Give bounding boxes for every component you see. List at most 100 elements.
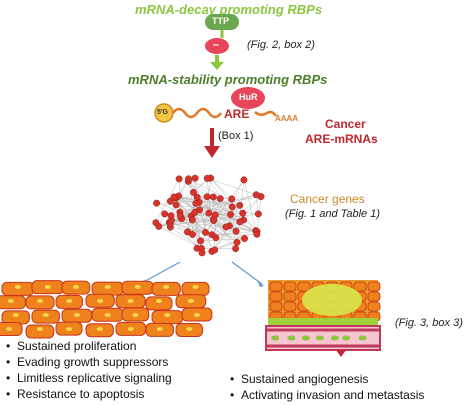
list-item: Activating invasion and metastasis bbox=[228, 387, 424, 403]
cell-icon bbox=[181, 281, 210, 296]
minus-icon bbox=[205, 38, 229, 54]
down-arrow-icon bbox=[204, 128, 220, 158]
cell-icon bbox=[283, 281, 297, 292]
gene-node bbox=[211, 246, 219, 254]
cell-icon bbox=[55, 321, 83, 336]
cell-icon bbox=[315, 335, 324, 341]
cell-icon bbox=[283, 301, 297, 312]
cell-icon bbox=[367, 301, 381, 312]
cell-icon bbox=[91, 307, 124, 322]
right-hallmarks-list: Sustained angiogenesis Activating invasi… bbox=[228, 371, 424, 403]
five-prime-label: 5'G bbox=[157, 109, 169, 116]
list-item: Sustained angiogenesis bbox=[228, 371, 424, 387]
are-mrnas-label: ARE-mRNAs bbox=[305, 132, 378, 146]
gene-node bbox=[254, 210, 262, 218]
gene-node bbox=[233, 238, 241, 246]
gene-node bbox=[236, 218, 244, 226]
gene-node bbox=[209, 193, 217, 201]
list-item: Sustained proliferation bbox=[4, 338, 172, 354]
decay-rbps-title: mRNA-decay promoting RBPs bbox=[135, 2, 323, 17]
cell-icon bbox=[1, 310, 30, 325]
gene-node bbox=[202, 228, 209, 236]
cell-icon bbox=[353, 281, 367, 292]
gene-node bbox=[185, 175, 192, 183]
gene-node bbox=[211, 211, 219, 219]
left-hallmarks-list: Sustained proliferation Evading growth s… bbox=[4, 338, 172, 402]
gene-node bbox=[197, 237, 204, 245]
cancer-genes-label: Cancer genes bbox=[290, 192, 365, 206]
gene-node bbox=[153, 199, 161, 207]
gene-node bbox=[203, 174, 211, 182]
cell-icon bbox=[175, 322, 204, 337]
gene-node bbox=[191, 174, 199, 182]
tumor-cell-cluster bbox=[0, 280, 213, 339]
cell-icon bbox=[25, 324, 55, 339]
cell-icon bbox=[358, 335, 367, 341]
cell-icon bbox=[175, 294, 207, 309]
gene-node bbox=[228, 203, 236, 211]
down-arrow-icon bbox=[210, 55, 224, 70]
gene-node bbox=[191, 208, 199, 216]
ref-fig3-box3: (Fig. 3, box 3) bbox=[395, 317, 463, 329]
cell-icon bbox=[61, 280, 91, 295]
hur-label: HuR bbox=[239, 92, 258, 102]
gene-node bbox=[252, 191, 260, 199]
branch-arrow-icon bbox=[231, 261, 264, 287]
cell-icon bbox=[121, 307, 150, 322]
hur-node bbox=[231, 87, 265, 109]
cell-icon bbox=[269, 281, 283, 292]
are-label: ARE bbox=[224, 107, 250, 121]
cell-icon bbox=[55, 294, 84, 309]
gene-node bbox=[192, 199, 200, 207]
gene-node bbox=[189, 231, 196, 238]
gene-node bbox=[228, 195, 236, 203]
vessel-icon bbox=[265, 325, 381, 351]
cancer-gene-network bbox=[152, 174, 265, 257]
mrna-tail bbox=[254, 110, 278, 117]
cell-icon bbox=[61, 308, 93, 323]
gene-node bbox=[253, 230, 261, 238]
ttp-node bbox=[205, 14, 239, 30]
cancer-label: Cancer bbox=[325, 117, 366, 131]
cell-icon bbox=[25, 295, 55, 310]
gene-node bbox=[167, 212, 175, 220]
gene-node bbox=[161, 210, 169, 218]
gene-node bbox=[208, 231, 216, 239]
cell-icon bbox=[151, 310, 183, 325]
gene-node bbox=[239, 209, 247, 217]
gene-node bbox=[170, 193, 178, 201]
cell-icon bbox=[342, 335, 351, 341]
cell-icon bbox=[287, 335, 296, 341]
gene-node bbox=[172, 201, 180, 209]
gene-node bbox=[188, 216, 196, 224]
gene-node bbox=[203, 193, 211, 201]
gene-node bbox=[241, 235, 248, 242]
cell-icon bbox=[31, 309, 60, 324]
cell-icon bbox=[115, 321, 147, 336]
cell-icon bbox=[85, 293, 115, 308]
gene-node bbox=[205, 209, 213, 217]
cell-icon bbox=[367, 291, 381, 302]
ref-fig2-box2: (Fig. 2, box 2) bbox=[247, 39, 315, 51]
cell-icon bbox=[181, 307, 213, 322]
mrna-strand bbox=[172, 107, 222, 119]
cell-icon bbox=[269, 301, 283, 312]
gene-node bbox=[240, 176, 248, 184]
gene-node bbox=[232, 227, 240, 235]
gene-node bbox=[175, 175, 183, 183]
cell-icon bbox=[367, 281, 381, 292]
cell-icon bbox=[115, 294, 146, 309]
gene-node bbox=[152, 219, 160, 227]
list-item: Resistance to apoptosis bbox=[4, 386, 172, 402]
cell-icon bbox=[301, 335, 310, 341]
ttp-label: TTP bbox=[212, 16, 229, 26]
gene-node bbox=[236, 201, 244, 209]
cell-icon bbox=[121, 280, 154, 295]
list-item: Evading growth suppressors bbox=[4, 354, 172, 370]
cell-icon bbox=[145, 322, 175, 337]
cell-icon bbox=[0, 295, 26, 310]
cell-icon bbox=[85, 323, 114, 338]
ref-fig1-table1: (Fig. 1 and Table 1) bbox=[285, 208, 380, 220]
cell-icon bbox=[31, 280, 65, 295]
cell-icon bbox=[269, 291, 283, 302]
